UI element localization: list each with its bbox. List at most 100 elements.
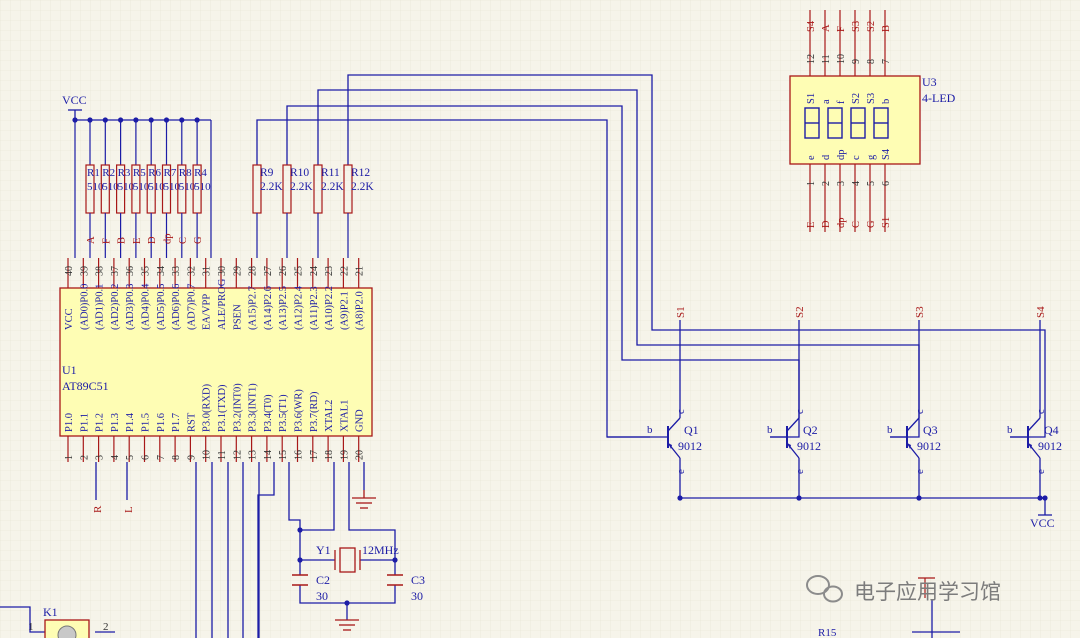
rpack-net: D <box>147 236 158 244</box>
display-bottom-inner: d <box>821 154 832 160</box>
emitter-pin-label: e <box>1035 469 1047 474</box>
mcu-top-pin-label: PSEN <box>232 304 243 330</box>
mcu-bottom-pin-number: 10 <box>202 450 213 460</box>
capacitor-ref: C2 <box>316 573 330 587</box>
display-bottom-pin: 3 <box>836 181 847 186</box>
crystal-y1[interactable]: Y1 12MHz <box>316 543 399 573</box>
rpack-net: F <box>101 238 112 244</box>
rbase-ref: R12 <box>351 167 370 179</box>
collector-pin-label: c <box>675 409 687 414</box>
display-top-net: S2 <box>866 21 877 32</box>
partial-component <box>918 577 935 598</box>
mcu-bottom-pin-number: 12 <box>232 450 243 460</box>
button-icon <box>57 625 77 638</box>
display-bottom-net: D <box>821 220 832 228</box>
base-pin-label: b <box>1007 424 1013 436</box>
mcu-top-pin-label: (A10)P2.2 <box>324 286 335 330</box>
mcu-bottom-pin-label: RST <box>186 412 197 432</box>
junction-dot <box>677 495 683 501</box>
mcu-bottom-pin-number: 14 <box>263 450 274 460</box>
display-top-pin: 8 <box>866 59 877 64</box>
rbase-value: 2.2K <box>321 181 344 193</box>
rpack-value: 510 <box>179 181 196 193</box>
mcu-bottom-pin-number: 16 <box>294 450 305 460</box>
capacitor-ref: C3 <box>411 573 425 587</box>
led-display-4digit[interactable]: U3 4-LED S412S1A11aF10fS39S2S28S3B7be1Ed… <box>789 10 956 232</box>
mcu-top-pin-number: 24 <box>309 266 320 276</box>
mcu-top-pin-label: (AD1)P0.1 <box>95 284 106 330</box>
rpack-net: dp <box>163 234 174 245</box>
mcu-top-pin-number: 23 <box>324 266 335 276</box>
display-bottom-net: G <box>866 220 877 228</box>
transistor-ref: Q3 <box>923 423 938 437</box>
mcu-bottom-pin-label: P3.0(RXD) <box>202 383 213 432</box>
mcu-bottom-pin-number: 7 <box>156 455 167 460</box>
rpack-designator: R5 <box>133 167 146 179</box>
mcu-bottom-pin-label: P3.4(T0) <box>263 394 274 432</box>
transistor-part: 9012 <box>1038 439 1062 453</box>
mcu-bottom-pin-number: 1 <box>64 455 75 460</box>
seven-segment-digits <box>804 107 889 139</box>
mcu-bottom-pin-number: 9 <box>186 455 197 460</box>
wires <box>0 74 1046 638</box>
mcu-top-pin-label: (A14)P2.6 <box>263 286 274 330</box>
display-bottom-net: C <box>851 221 862 228</box>
crystal-ref: Y1 <box>316 543 331 557</box>
display-top-pin: 7 <box>881 59 892 64</box>
rpack-value: 510 <box>164 181 181 193</box>
mcu-top-pin-number: 26 <box>278 266 289 276</box>
mcu-bottom-pin-label: P3.7(RD) <box>309 391 320 432</box>
mcu-bottom-pin-number: 18 <box>324 450 335 460</box>
mcu-top-pin-number: 40 <box>64 266 75 276</box>
rpack-net: G <box>193 236 204 244</box>
mcu-top-pin-label: (A11)P2.3 <box>309 286 320 330</box>
junction-dot <box>796 495 802 501</box>
rpack-value: 510 <box>118 181 135 193</box>
mcu-top-pin-number: 39 <box>79 266 90 276</box>
rbase-ref: R10 <box>290 167 309 179</box>
display-top-net: B <box>881 25 892 32</box>
display-bottom-pin: 2 <box>821 181 832 186</box>
mcu-bottom-pin-label: P1.4 <box>125 412 136 432</box>
mcu-bottom-pin-label: P1.1 <box>79 413 90 432</box>
collector-pin-label: c <box>794 409 806 414</box>
display-top-inner: b <box>881 99 892 104</box>
display-bottom-pin: 6 <box>881 181 892 186</box>
rpack-value: 510 <box>148 181 165 193</box>
display-top-pin: 10 <box>836 54 847 64</box>
rpack-net: C <box>178 237 189 244</box>
mcu-bottom-pin-number: 15 <box>278 450 289 460</box>
rpack-net: A <box>86 236 97 244</box>
base-pin-label: b <box>887 424 893 436</box>
mcu-top-pin-number: 36 <box>125 266 136 276</box>
mcu-top-pin-number: 22 <box>339 266 350 276</box>
transistor-ref: Q4 <box>1044 423 1059 437</box>
display-top-inner: S1 <box>806 93 817 104</box>
mcu-top-pin-number: 25 <box>294 266 305 276</box>
mcu-ref: U1 <box>62 363 77 377</box>
mcu-body <box>59 287 373 437</box>
switch-k1[interactable]: K1 1 2 <box>28 605 109 638</box>
mcu-top-pin-number: 27 <box>263 266 274 276</box>
display-bottom-net: dp <box>836 218 847 229</box>
mcu-at89c51[interactable]: U1 AT89C51 40VCC39(AD0)P0.038(AD1)P0.137… <box>59 258 373 462</box>
collector-pin-label: c <box>1035 409 1047 414</box>
junction-dot <box>392 557 398 563</box>
mcu-bottom-pin-number: 8 <box>171 455 182 460</box>
transistor-part: 9012 <box>797 439 821 453</box>
junction-dot <box>297 527 303 533</box>
mcu-top-pin-number: 31 <box>202 266 213 276</box>
mcu-bottom-pin-label: P3.3(INT1) <box>248 383 259 432</box>
rpack-designator: R4 <box>194 167 207 179</box>
transistor-part: 9012 <box>917 439 941 453</box>
rpack-designator: R6 <box>148 167 161 179</box>
transistor-ref: Q1 <box>684 423 699 437</box>
display-bottom-pin: 4 <box>851 181 862 186</box>
mcu-bottom-pin-label: XTAL1 <box>339 400 350 432</box>
